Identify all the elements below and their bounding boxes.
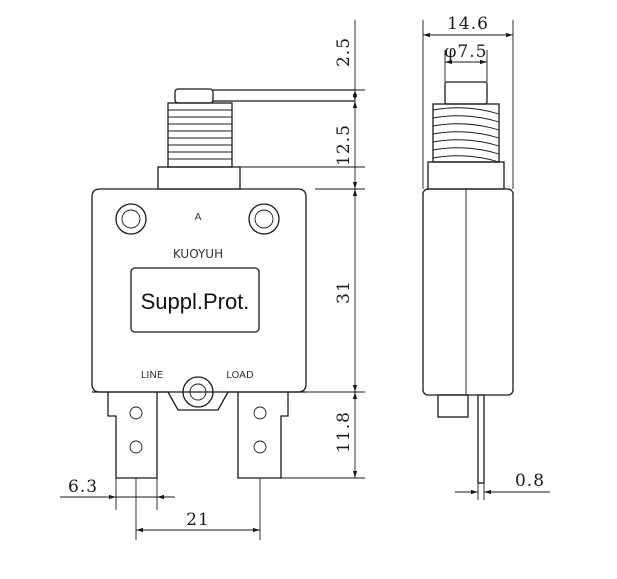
mounting-hole-left bbox=[115, 203, 147, 235]
center-boss bbox=[182, 376, 214, 408]
brand-name: KUOYUH bbox=[173, 247, 223, 261]
line-label: LINE bbox=[141, 370, 163, 381]
spring-coils bbox=[432, 107, 500, 163]
side-dimensions: 14.6 φ7.5 0.8 bbox=[422, 14, 550, 500]
dim-terminal-width: 6.3 bbox=[68, 477, 98, 497]
side-view bbox=[422, 81, 514, 484]
dim-body-height: 31 bbox=[334, 280, 354, 304]
load-label: LOAD bbox=[226, 370, 254, 381]
dim-terminal-thickness: 0.8 bbox=[515, 471, 545, 491]
label-plate bbox=[130, 267, 260, 333]
dim-button-height: 12.5 bbox=[334, 124, 354, 166]
terminal-line bbox=[107, 392, 158, 479]
dim-side-width: 14.6 bbox=[447, 14, 489, 34]
reset-button bbox=[157, 88, 355, 190]
dim-button-travel: 2.5 bbox=[334, 37, 354, 67]
label-text: Suppl.Prot. bbox=[141, 289, 250, 314]
mounting-hole-right bbox=[248, 203, 280, 235]
rating-letter: A bbox=[195, 212, 202, 223]
dim-terminal-length: 11.8 bbox=[334, 411, 354, 453]
thread-lines bbox=[168, 109, 232, 160]
front-dimensions: 2.5 12.5 31 11.8 6.3 21 bbox=[60, 20, 365, 540]
terminal-load bbox=[237, 392, 289, 479]
dim-terminal-spacing: 21 bbox=[186, 510, 210, 530]
dim-thread-diameter: φ7.5 bbox=[445, 42, 488, 62]
front-view: A KUOYUH Suppl.Prot. LINE LOAD bbox=[91, 88, 355, 479]
